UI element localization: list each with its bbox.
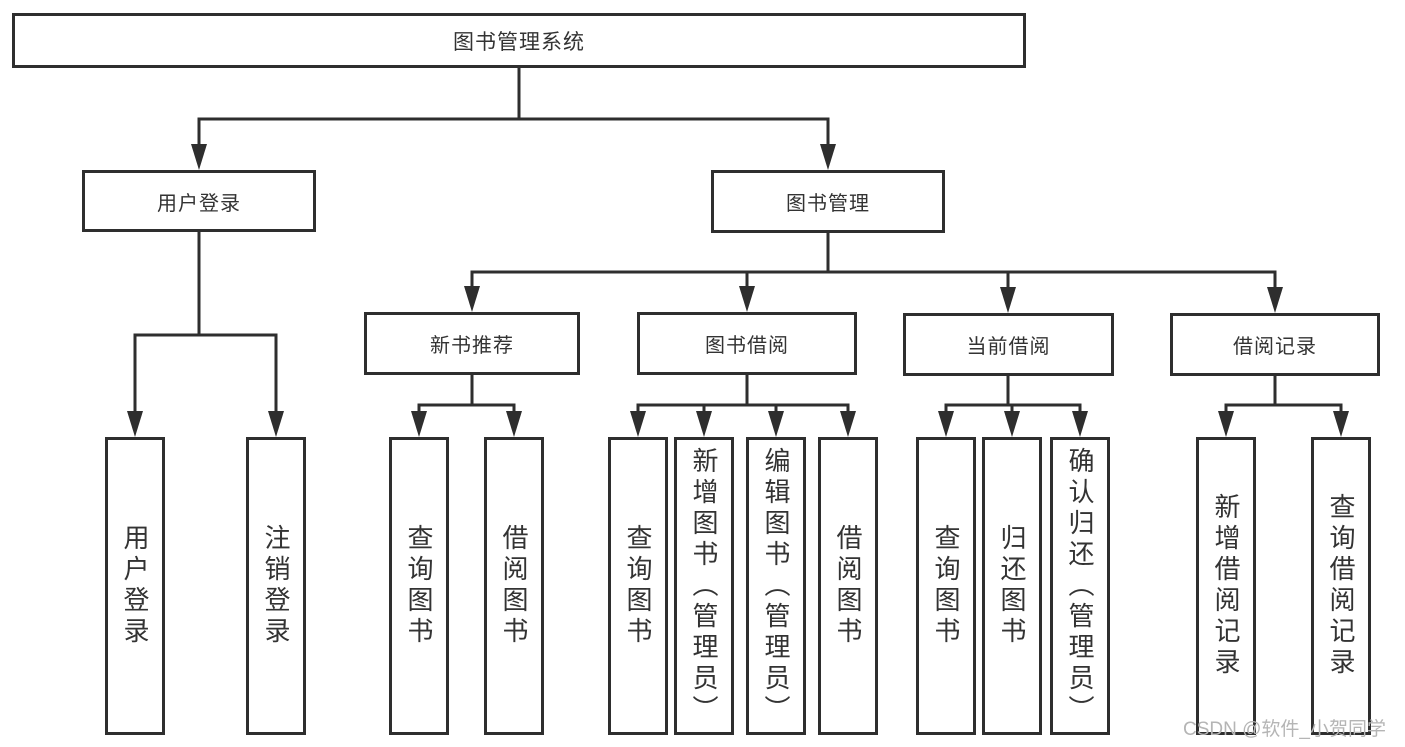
leaf-return-book: 归还图书 <box>982 437 1042 735</box>
leaf-label: 注销登录 <box>261 524 291 648</box>
leaf-confirm-return-admin: 确认归还（管理员） <box>1050 437 1110 735</box>
node-label: 图书借阅 <box>705 335 789 357</box>
node-current-borrow: 当前借阅 <box>903 313 1114 376</box>
leaf-label: 归还图书 <box>997 524 1027 648</box>
leaf-label: 编辑图书（管理员） <box>761 446 791 726</box>
leaf-borrow-book: 借阅图书 <box>484 437 544 735</box>
node-book-borrow: 图书借阅 <box>637 312 857 375</box>
leaf-logout: 注销登录 <box>246 437 306 735</box>
leaf-label: 查询图书 <box>931 524 961 648</box>
leaf-query-book: 查询图书 <box>916 437 976 735</box>
leaf-label: 新增图书（管理员） <box>689 446 719 726</box>
node-label: 用户登录 <box>157 192 241 215</box>
leaf-borrow-book: 借阅图书 <box>818 437 878 735</box>
node-user-login-module: 用户登录 <box>82 170 316 232</box>
leaf-label: 借阅图书 <box>833 524 863 648</box>
node-label: 图书管理 <box>786 193 870 215</box>
node-root-system: 图书管理系统 <box>12 13 1026 68</box>
leaf-label: 查询图书 <box>404 524 434 648</box>
leaf-user-login: 用户登录 <box>105 437 165 735</box>
node-new-book-recommend: 新书推荐 <box>364 312 580 375</box>
csdn-watermark: CSDN @软件_小贺同学 <box>1183 719 1386 740</box>
leaf-query-book: 查询图书 <box>389 437 449 735</box>
leaf-label: 借阅图书 <box>499 524 529 648</box>
leaf-label: 查询借阅记录 <box>1326 493 1356 679</box>
node-borrow-records: 借阅记录 <box>1170 313 1380 376</box>
node-book-management-module: 图书管理 <box>711 170 945 233</box>
node-label: 当前借阅 <box>966 336 1051 358</box>
leaf-label: 查询图书 <box>623 524 653 648</box>
node-label: 借阅记录 <box>1233 336 1317 358</box>
node-root-label: 图书管理系统 <box>453 30 585 54</box>
leaf-label: 新增借阅记录 <box>1211 493 1241 679</box>
node-label: 新书推荐 <box>430 335 514 357</box>
leaf-add-borrow-record: 新增借阅记录 <box>1196 437 1256 735</box>
leaf-add-book-admin: 新增图书（管理员） <box>674 437 734 735</box>
leaf-label: 用户登录 <box>120 524 150 648</box>
leaf-query-book: 查询图书 <box>608 437 668 735</box>
leaf-label: 确认归还（管理员） <box>1065 446 1095 726</box>
leaf-edit-book-admin: 编辑图书（管理员） <box>746 437 806 735</box>
leaf-query-borrow-record: 查询借阅记录 <box>1311 437 1371 735</box>
